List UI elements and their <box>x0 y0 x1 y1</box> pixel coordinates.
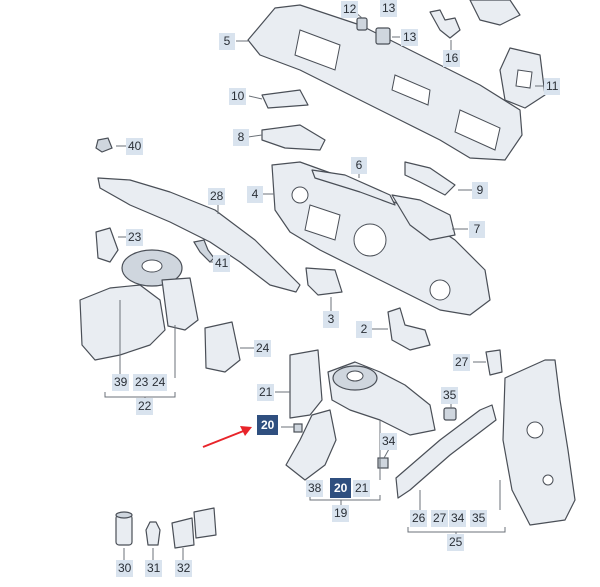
label-9[interactable]: 9 <box>472 182 488 199</box>
label-23[interactable]: 23 <box>126 229 144 246</box>
label-27b[interactable]: 27 <box>431 510 449 527</box>
part-35 <box>443 407 457 421</box>
label-34[interactable]: 34 <box>380 433 398 450</box>
label-21b[interactable]: 21 <box>353 480 371 497</box>
part-7 <box>391 194 456 241</box>
part-clip-20 <box>293 423 303 433</box>
part-bulkhead-4 <box>271 161 491 316</box>
part-rail-26 <box>395 404 497 499</box>
part-8 <box>261 124 326 151</box>
label-35b[interactable]: 35 <box>470 510 488 527</box>
label-41[interactable]: 41 <box>213 255 231 272</box>
label-19[interactable]: 19 <box>332 505 350 522</box>
label-24[interactable]: 24 <box>254 340 272 357</box>
part-38 <box>285 409 337 481</box>
label-13[interactable]: 13 <box>401 29 419 46</box>
label-39[interactable]: 39 <box>112 374 130 391</box>
label-28[interactable]: 28 <box>208 188 226 205</box>
part-23 <box>95 227 119 263</box>
part-30 <box>115 511 133 546</box>
label-30[interactable]: 30 <box>116 560 134 577</box>
part-bracket-11 <box>499 47 546 109</box>
label-26[interactable]: 26 <box>410 510 428 527</box>
part-wheelhouse-22 <box>79 249 241 373</box>
label-32[interactable]: 32 <box>175 560 193 577</box>
label-11[interactable]: 11 <box>544 78 561 95</box>
label-40[interactable]: 40 <box>126 138 144 155</box>
part-31 <box>145 521 161 546</box>
part-clip-12 <box>356 17 391 45</box>
label-6[interactable]: 6 <box>351 157 367 174</box>
label-3[interactable]: 3 <box>323 311 339 328</box>
part-3 <box>305 267 343 296</box>
part-side-member-25 <box>485 349 576 526</box>
label-38[interactable]: 38 <box>306 480 324 497</box>
label-22[interactable]: 22 <box>136 398 154 415</box>
label-20-highlight[interactable]: 20 <box>257 415 279 435</box>
part-32 <box>171 507 217 549</box>
highlight-arrow <box>202 426 252 448</box>
part-crossmember-28 <box>97 177 301 293</box>
part-top-right <box>469 0 521 26</box>
part-strip-6 <box>311 169 396 206</box>
label-20b-highlight[interactable]: 20 <box>330 478 352 498</box>
label-24b[interactable]: 24 <box>150 374 168 391</box>
part-bracket-16 <box>429 9 461 39</box>
label-21[interactable]: 21 <box>257 384 275 401</box>
part-nut-40 <box>95 137 113 153</box>
label-12[interactable]: 12 <box>341 1 359 18</box>
label-25[interactable]: 25 <box>447 534 465 551</box>
part-strip-10 <box>261 89 309 109</box>
part-strut-tower-19 <box>327 361 436 436</box>
label-27[interactable]: 27 <box>453 354 471 371</box>
label-10[interactable]: 10 <box>229 88 247 105</box>
part-clip-34 <box>377 457 389 469</box>
label-5[interactable]: 5 <box>219 33 235 50</box>
label-34b[interactable]: 34 <box>449 510 467 527</box>
label-35[interactable]: 35 <box>441 387 459 404</box>
part-plenum-panel <box>247 4 523 161</box>
part-2 <box>387 307 431 351</box>
label-16[interactable]: 16 <box>443 50 461 67</box>
label-13-top[interactable]: 13 <box>380 0 398 17</box>
label-7[interactable]: 7 <box>469 221 485 238</box>
label-4[interactable]: 4 <box>247 186 263 203</box>
label-8[interactable]: 8 <box>233 129 249 146</box>
label-31[interactable]: 31 <box>145 560 163 577</box>
part-21 <box>289 349 323 419</box>
label-2[interactable]: 2 <box>356 321 372 338</box>
part-9 <box>404 161 456 196</box>
label-23b[interactable]: 23 <box>133 374 151 391</box>
